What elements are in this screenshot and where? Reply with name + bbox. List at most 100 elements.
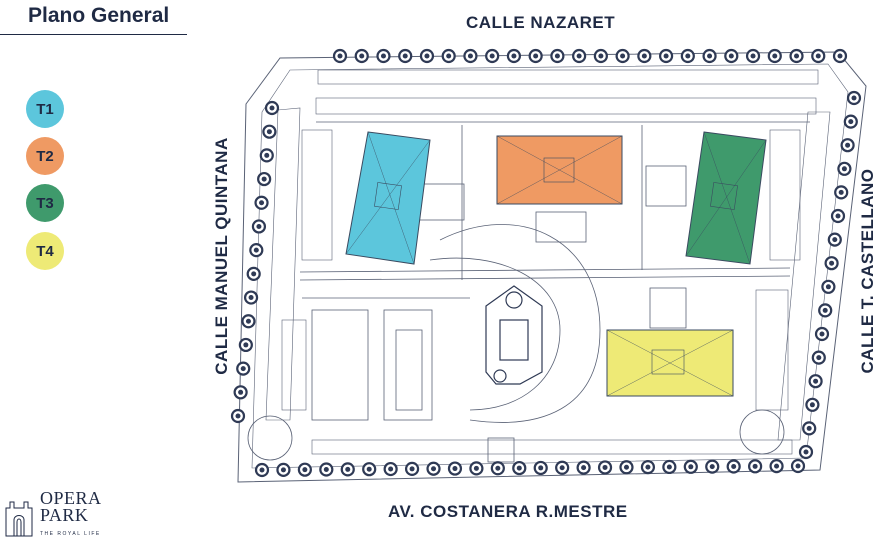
tree-trunk: [431, 466, 437, 472]
logo-line-1: OPERA: [40, 488, 102, 508]
tree-trunk: [825, 284, 831, 290]
tree-trunk: [235, 413, 241, 419]
tree-trunk: [794, 53, 800, 59]
tree-trunk: [772, 53, 778, 59]
tree-trunk: [388, 466, 394, 472]
tree-trunk: [838, 189, 844, 195]
tree-trunk: [750, 53, 756, 59]
tree-trunk: [848, 119, 854, 125]
tree-trunk: [366, 466, 372, 472]
legend-item-t4[interactable]: T4: [26, 232, 64, 270]
tree-trunk: [832, 237, 838, 243]
tree-trunk: [835, 213, 841, 219]
tree-trunk: [795, 463, 801, 469]
parking-row-top: [317, 69, 819, 85]
title-underline: [0, 34, 187, 35]
tree-trunk: [774, 463, 780, 469]
legend-dot-t1: T1: [26, 90, 64, 128]
tree-trunk: [707, 53, 713, 59]
tree-trunk: [240, 366, 246, 372]
tree-trunk: [806, 425, 812, 431]
legend-item-t3[interactable]: T3: [26, 184, 64, 222]
tree-trunk: [256, 223, 262, 229]
tree-trunk: [345, 466, 351, 472]
tree-trunk: [685, 53, 691, 59]
tree-trunk: [688, 464, 694, 470]
tree-trunk: [269, 105, 275, 111]
pool-area: [311, 309, 369, 421]
tree-trunk: [829, 260, 835, 266]
legend-dot-t2: T2: [26, 137, 64, 175]
tree-trunk: [709, 464, 715, 470]
building-t1[interactable]: [345, 131, 431, 265]
central-chapel[interactable]: [485, 285, 543, 385]
tree-trunk: [809, 402, 815, 408]
tree-trunk: [259, 467, 265, 473]
tree-trunk: [266, 129, 272, 135]
tree-trunk: [302, 467, 308, 473]
opera-park-logo: OPERA PARK THE ROYAL LIFE: [4, 488, 102, 543]
legend-dot-t4: T4: [26, 232, 64, 270]
tree-trunk: [602, 464, 608, 470]
tree-trunk: [238, 389, 244, 395]
legend-dot-t3: T3: [26, 184, 64, 222]
tree-trunk: [409, 466, 415, 472]
tree-trunk: [554, 53, 560, 59]
tree-trunk: [516, 465, 522, 471]
tree-trunk: [323, 467, 329, 473]
tree-trunk: [261, 176, 267, 182]
street-label-top: CALLE NAZARET: [466, 13, 616, 32]
tree-trunk: [598, 53, 604, 59]
tree-trunk: [666, 464, 672, 470]
tree-trunk: [576, 53, 582, 59]
building-t2[interactable]: [496, 135, 623, 205]
tree-trunk: [819, 331, 825, 337]
parking-row-top-inner: [315, 97, 817, 115]
tree-trunk: [837, 53, 843, 59]
tree-trunk: [803, 449, 809, 455]
tree-trunk: [245, 318, 251, 324]
tree-trunk: [243, 342, 249, 348]
tree-trunk: [851, 95, 857, 101]
logo-line-2: PARK: [40, 505, 89, 525]
site-boundary: [237, 51, 867, 483]
tree-trunk: [253, 247, 259, 253]
tree-trunk: [731, 463, 737, 469]
tree-trunk: [841, 166, 847, 172]
tree-trunk: [259, 200, 265, 206]
tree-trunk: [559, 465, 565, 471]
tree-trunk: [264, 152, 270, 158]
tree-trunk: [581, 465, 587, 471]
street-label-bottom: AV. COSTANERA R.MESTRE: [388, 502, 628, 521]
tree-trunk: [815, 53, 821, 59]
tree-trunk: [248, 295, 254, 301]
page-title: Plano General: [28, 4, 170, 27]
tree-trunk: [359, 53, 365, 59]
building-t4[interactable]: [606, 329, 734, 397]
building-t3[interactable]: [685, 131, 767, 265]
tree-trunk: [845, 142, 851, 148]
parking-row-bottom: [311, 439, 793, 455]
perimeter-trees: [230, 48, 862, 478]
parking-row-left: [265, 107, 301, 421]
tree-trunk: [511, 53, 517, 59]
legend-item-t2[interactable]: T2: [26, 137, 64, 175]
tree-trunk: [663, 53, 669, 59]
castle-icon: [5, 501, 33, 536]
legend-item-t1[interactable]: T1: [26, 90, 64, 128]
logo-tagline: THE ROYAL LIFE: [40, 531, 101, 537]
tree-trunk: [495, 465, 501, 471]
inner-boundary: [251, 63, 849, 469]
tree-trunk: [822, 307, 828, 313]
tree-trunk: [538, 465, 544, 471]
tree-trunk: [641, 53, 647, 59]
tree-trunk: [402, 53, 408, 59]
tree-trunk: [813, 378, 819, 384]
tree-trunk: [280, 467, 286, 473]
tree-trunk: [728, 53, 734, 59]
tree-trunk: [380, 53, 386, 59]
tree-trunk: [489, 53, 495, 59]
tree-trunk: [446, 53, 452, 59]
pool-area-2: [383, 309, 433, 421]
